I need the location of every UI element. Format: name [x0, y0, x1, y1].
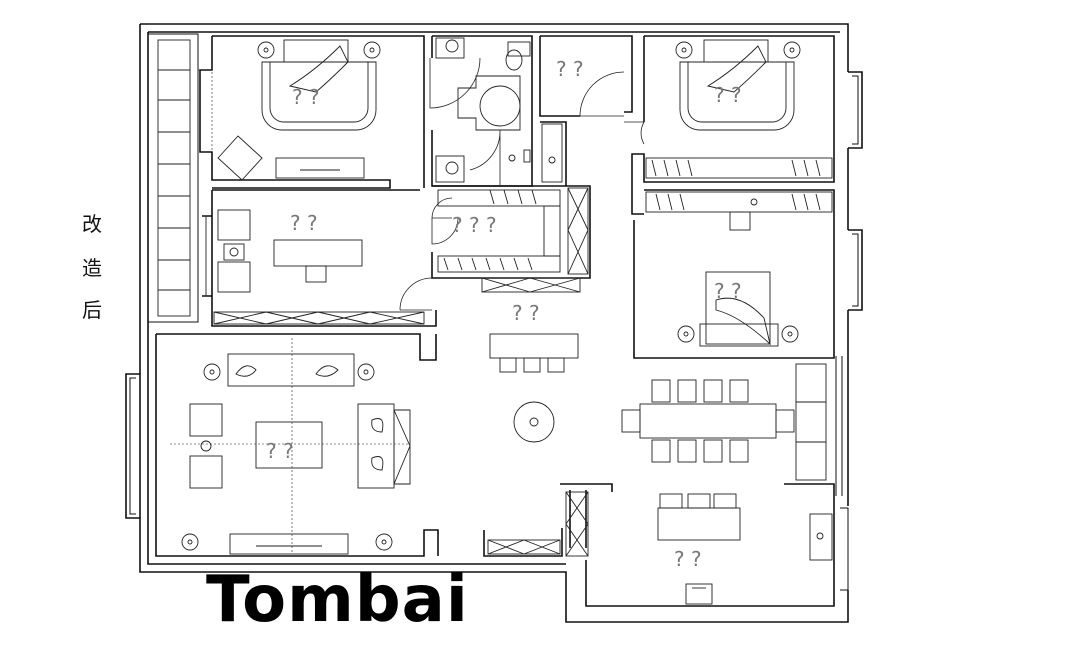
west-balcony: [147, 33, 206, 323]
dining-furniture: [621, 363, 827, 481]
room-labels: ? ? ? ? ? ? ? ? ? ? ? ? ? ? ? ? ? ? ?: [266, 57, 742, 571]
room-label-bar: ? ?: [512, 301, 540, 325]
outer-walls: [125, 23, 863, 623]
doors: [399, 57, 645, 311]
side-label-char-3: 后: [82, 298, 102, 322]
e-bedroom-furniture: [645, 191, 833, 347]
brand-watermark: Tombai: [206, 563, 469, 637]
room-label-storage: ? ?: [556, 57, 584, 81]
living-furniture: [170, 338, 561, 555]
nw-bedroom-furniture: [211, 39, 381, 181]
room-label-study: ? ?: [290, 211, 318, 235]
study-furniture: [205, 209, 425, 325]
room-label-living: ? ?: [266, 439, 294, 463]
room-label-closet: ? ? ?: [452, 213, 497, 237]
bathroom-fixtures: [435, 37, 563, 183]
room-label-bedroom-e: ? ?: [714, 279, 742, 303]
side-label-char-2: 造: [82, 256, 102, 280]
closet-furniture: [437, 187, 589, 293]
kitchen-furniture: [565, 491, 833, 605]
room-label-bedroom-nw: ? ?: [292, 85, 320, 109]
interior-walls: [155, 35, 835, 607]
ne-bedroom-furniture: [645, 39, 833, 179]
room-label-bedroom-ne: ? ?: [714, 83, 742, 107]
bar-furniture: [489, 333, 579, 443]
side-label-char-1: 改: [82, 212, 102, 236]
room-label-kitchen: ? ?: [674, 547, 702, 571]
